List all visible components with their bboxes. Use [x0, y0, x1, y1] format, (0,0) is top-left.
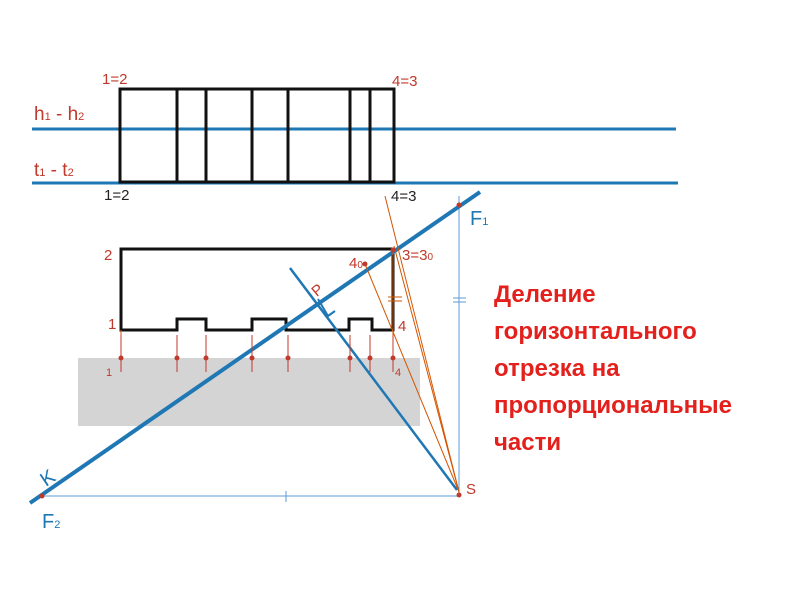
f1-sub: 1: [482, 216, 488, 228]
label-front-4-0: 40: [349, 255, 363, 272]
caption-line-4: пропорциональные: [494, 392, 732, 419]
label-top-left-bottom: 1=2: [104, 187, 129, 204]
caption-line-1: Деление: [494, 281, 596, 308]
gray-projection-band: [78, 358, 420, 426]
front-3-base: 3=3: [402, 247, 427, 264]
label-top-left: 1=2: [102, 71, 127, 88]
label-top-right: 4=3: [392, 73, 417, 90]
label-gray-1: 1: [106, 367, 112, 379]
label-t-line: t1 - t2: [34, 160, 74, 181]
projection-ticks: [120, 335, 394, 372]
plane-k-line: [28, 190, 482, 505]
label-gray-4: 4: [395, 367, 401, 379]
label-front-3: 3=30: [402, 247, 433, 264]
front-view-outline: [119, 247, 395, 332]
label-f1: F1: [470, 208, 488, 230]
construction-lines: [120, 195, 460, 493]
t-sub1: 1: [39, 167, 45, 179]
projection-dots: [39, 202, 462, 499]
label-front-2: 2: [104, 247, 112, 264]
caption-line-5: части: [494, 429, 562, 456]
label-h-line: h1 - h2: [34, 104, 84, 125]
front-4-0-base: 4: [349, 255, 357, 272]
t-sep: - t: [45, 160, 68, 181]
caption-line-2: горизонтального: [494, 318, 697, 345]
label-front-4: 4: [398, 318, 406, 335]
h-sub1: 1: [45, 111, 51, 123]
label-top-right-bottom: 4=3: [391, 188, 416, 205]
h-base: h: [34, 104, 45, 125]
f1-base: F: [470, 208, 482, 230]
right-angle-marker: [317, 298, 336, 318]
f2-sub: 2: [54, 519, 60, 531]
label-f2: F2: [42, 511, 60, 533]
front-3-sub: 0: [427, 252, 433, 263]
caption-text: Деление горизонтального отрезка на пропо…: [494, 276, 794, 461]
h-sep: - h: [51, 104, 78, 125]
label-s: S: [466, 481, 476, 498]
front-4-0-sub: 0: [357, 260, 363, 271]
t-sub2: 2: [68, 167, 74, 179]
h-sub2: 2: [78, 111, 84, 123]
plane-p-line: [289, 267, 458, 491]
f2-base: F: [42, 511, 54, 533]
caption-line-3: отрезка на: [494, 355, 620, 382]
top-view-rectangle: [118, 87, 396, 184]
label-plane-k: K: [36, 465, 60, 491]
t-base: t: [34, 160, 40, 181]
label-front-1: 1: [108, 316, 116, 333]
